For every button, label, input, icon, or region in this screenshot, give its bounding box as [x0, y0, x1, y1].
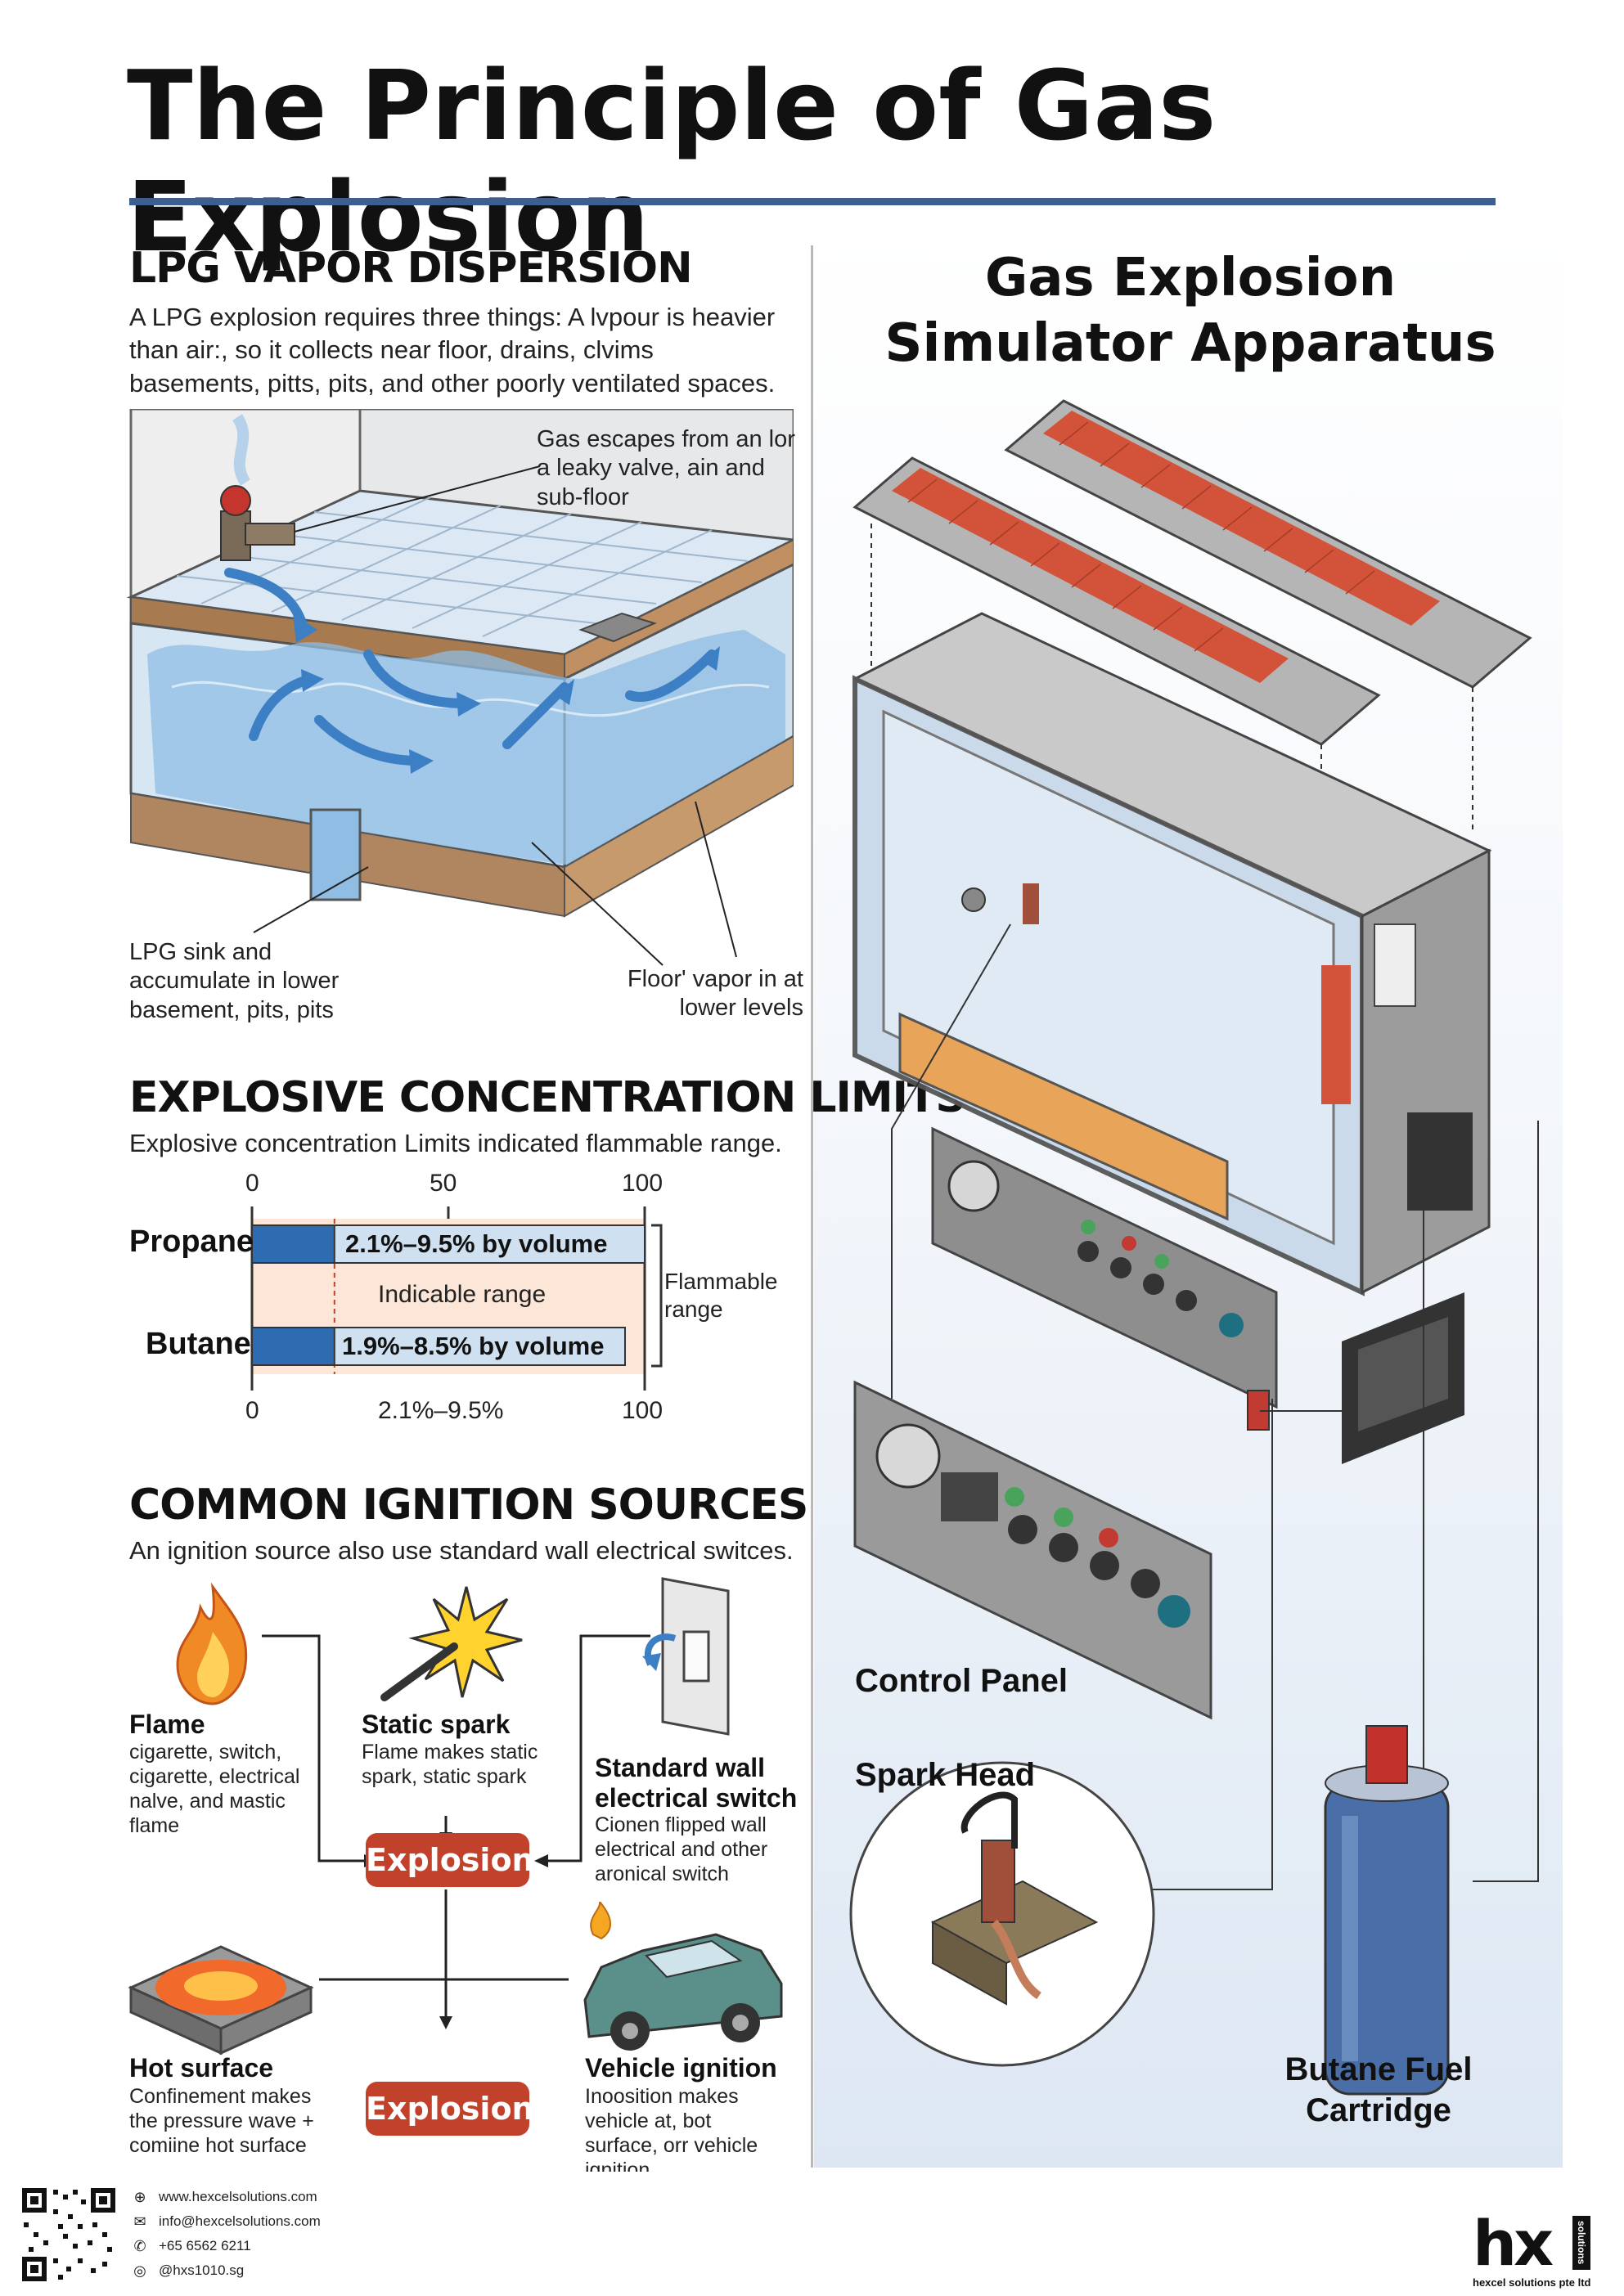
mail-icon: ✉ [133, 2213, 146, 2230]
email-text: info@hexcelsolutions.com [159, 2213, 321, 2229]
logo-text: hx [1473, 2207, 1554, 2280]
bar-butane-lower [251, 1327, 335, 1366]
bottom-tick-100: 100 [622, 1397, 664, 1424]
bar-propane-lower [251, 1224, 335, 1264]
qr-code-icon [20, 2186, 117, 2283]
label-gas-escape: Gas escapes from an lor a leaky valve, a… [537, 426, 795, 510]
spark-desc: Flame makes static spark, static spark [362, 1741, 538, 1788]
explosion-box-1: Explosion [366, 1833, 534, 1887]
switch-title: Standard wall electrical switch [595, 1753, 798, 1813]
flame-icon [176, 1583, 248, 1705]
vehicle-icon [583, 1902, 783, 2051]
hot-title: Hot surface [129, 2053, 274, 2083]
cartridge-label: Butane Fuel Cartridge [1284, 2051, 1473, 2128]
dispersion-illustration [126, 409, 794, 966]
static-spark-icon [380, 1586, 523, 1701]
phone-text: +65 6562 6211 [159, 2238, 251, 2253]
hot-desc: Confinement makes the pressure wave + co… [129, 2085, 314, 2157]
column-divider [811, 245, 813, 2168]
spark-head-label: Spark Head [855, 1757, 1036, 1793]
social-text: @hxs1010.sg [159, 2262, 245, 2278]
flammable-bracket [651, 1224, 663, 1368]
title-divider [129, 198, 1496, 205]
flammable-range-label: Flammable range [664, 1269, 778, 1323]
bottom-tick-range: 2.1%–9.5% [378, 1397, 504, 1424]
company-name: hexcel solutions pte ltd [1473, 2276, 1591, 2289]
ignition-flow [262, 1634, 650, 2029]
ignition-body: An ignition source also use standard wal… [129, 1536, 794, 1565]
flame-desc: cigarette, switch, cigarette, electrical… [129, 1741, 300, 1837]
top-tick-0: 0 [245, 1170, 259, 1197]
phone-icon: ✆ [133, 2238, 146, 2254]
wall-switch-icon [642, 1577, 730, 1736]
page-title: The Principle of Gas Explosion [127, 49, 1217, 273]
top-tick-50: 50 [430, 1170, 457, 1197]
category-butane: Butane [146, 1327, 251, 1361]
contact-social[interactable]: ◎ @hxs1010.sg [131, 2262, 244, 2280]
label-floor-vapor: Floor' vapor in at lower levels [627, 966, 803, 1022]
apparatus-illustration [849, 399, 1539, 2096]
dispersion-body: A LPG explosion requires three things: A… [129, 303, 776, 398]
category-propane: Propane [129, 1224, 254, 1259]
contact-phone[interactable]: ✆ +65 6562 6211 [131, 2237, 251, 2255]
flame-title: Flame [129, 1710, 205, 1739]
globe-icon: ⊕ [133, 2189, 146, 2205]
footer: ⊕ www.hexcelsolutions.com ✉ info@hexcelsol… [0, 2172, 1624, 2296]
control-panel-label: Control Panel [855, 1663, 1068, 1699]
vehicle-desc: Inoosition makes vehicle at, bot surface… [585, 2085, 758, 2181]
ignition-heading: COMMON IGNITION SOURCES [129, 1480, 808, 1530]
limits-heading: EXPLOSIVE CONCENTRATION LIMITS [129, 1073, 966, 1122]
limits-body: Explosive concentration Limits indicated… [129, 1129, 782, 1157]
contact-email[interactable]: ✉ info@hexcelsolutions.com [131, 2213, 321, 2231]
top-tick-100: 100 [622, 1170, 664, 1197]
instagram-icon: ◎ [133, 2262, 146, 2279]
indicable-range-label: Indicable range [378, 1281, 547, 1308]
logo-side-text: solutions [1572, 2216, 1590, 2270]
label-lpg-sink: LPG sink and accumulate in lower basemen… [129, 939, 340, 1023]
switch-desc: Cionen flipped wall electrical and other… [595, 1813, 768, 1885]
website-text: www.hexcelsolutions.com [159, 2189, 317, 2204]
limits-chart [250, 1206, 663, 1391]
company-logo: hx solutions hexcel solutions pte ltd [1473, 2213, 1612, 2294]
explosion-box-2: Explosion [366, 2082, 534, 2136]
apparatus-heading: Gas Explosion Simulator Apparatus [884, 248, 1496, 374]
spark-title: Static spark [362, 1710, 511, 1739]
bottom-tick-0: 0 [245, 1397, 259, 1424]
hot-surface-icon [128, 1945, 314, 2056]
vehicle-title: Vehicle ignition [585, 2053, 777, 2083]
dispersion-heading: LPG VAPOR DISPERSION [129, 244, 693, 293]
data-label-butane: 1.9%–8.5% by volume [342, 1332, 605, 1360]
contact-website[interactable]: ⊕ www.hexcelsolutions.com [131, 2188, 317, 2206]
data-label-propane: 2.1%–9.5% by volume [345, 1229, 608, 1258]
